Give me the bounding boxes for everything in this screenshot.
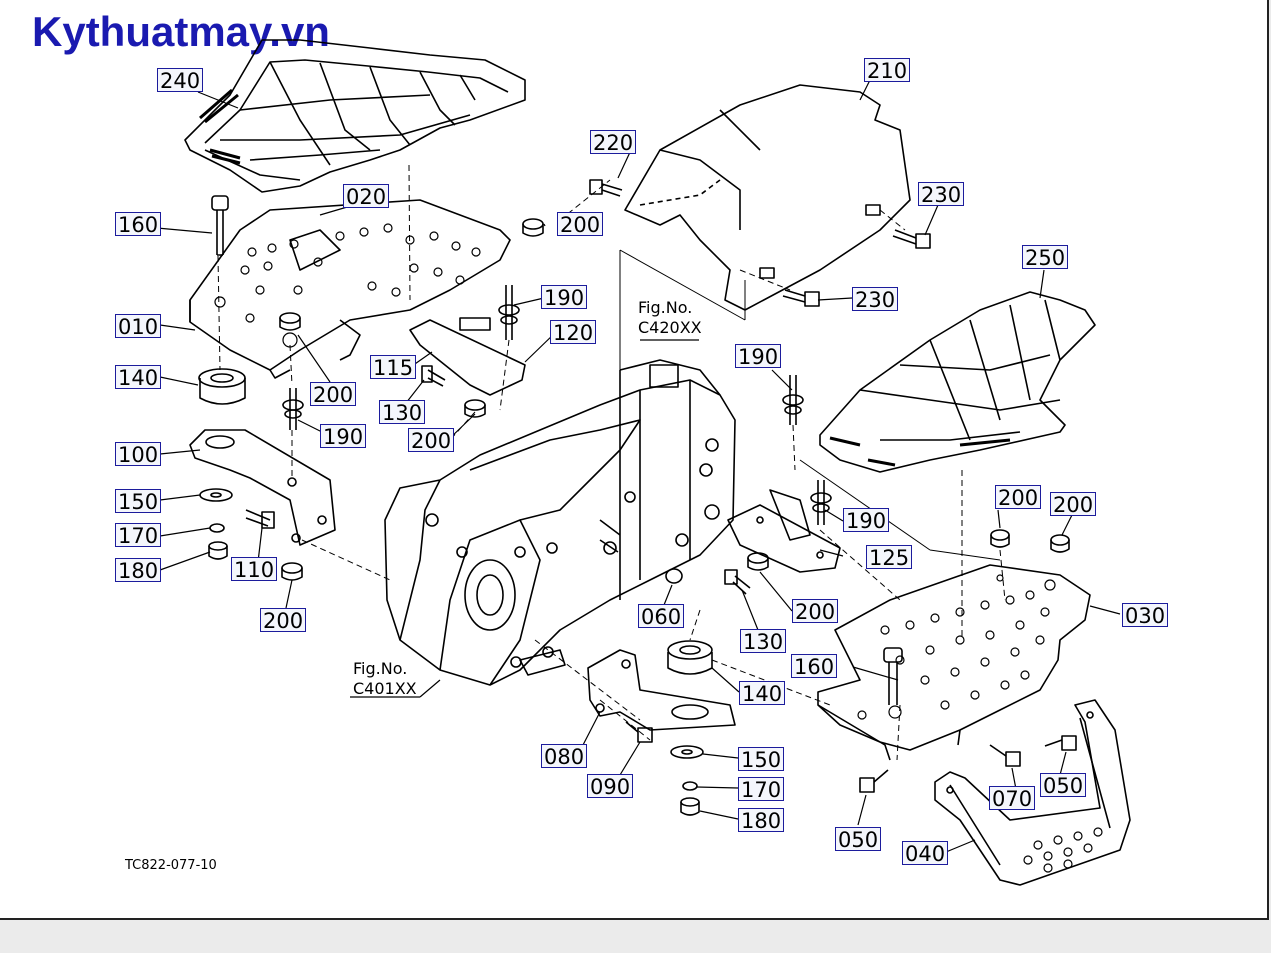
bolt-230 [782,229,931,307]
reference-lines [619,249,1001,561]
drawing-sheet: Kythuatmay.vn [0,0,1269,920]
part-label-050-right[interactable]: 050 [1040,773,1087,798]
part-label-130-right[interactable]: 130 [740,629,787,654]
floor-mat-240 [184,39,526,193]
part-label-140-left[interactable]: 140 [115,365,162,390]
spring-washer-170-left [209,523,225,533]
spring-washer-170-center [682,781,698,791]
bracket-100 [189,429,336,546]
rubber-mount-140-left [198,368,246,405]
bracket-080 [587,649,736,731]
rubber-mount-140-center [667,640,713,675]
part-label-200-mid-left[interactable]: 200 [310,382,357,407]
drawing-code: TC822-077-10 [125,858,217,873]
damper-190-b [282,388,304,430]
part-label-060[interactable]: 060 [638,604,685,629]
bolt-220 [589,179,623,197]
nut-200 [279,218,1070,581]
part-label-200-right-a[interactable]: 200 [995,485,1042,510]
bracket-125 [727,489,841,573]
bolt-050-070-090-060 [625,568,1077,793]
part-label-115[interactable]: 115 [370,355,417,380]
part-label-100[interactable]: 100 [115,442,162,467]
floor-mat-250 [819,291,1096,473]
figure-ref-c401[interactable]: Fig.No. C401XX [353,659,417,699]
part-label-190-right-upper[interactable]: 190 [735,344,782,369]
part-label-210[interactable]: 210 [864,58,911,83]
floor-plate-010 [189,199,511,379]
figure-ref-c420-line1: Fig.No. [638,298,693,317]
stud-110 [245,509,275,529]
part-label-250[interactable]: 250 [1022,245,1069,270]
part-label-190-right-lower[interactable]: 190 [843,508,890,533]
washer-150-left [199,488,233,502]
part-label-110[interactable]: 110 [231,557,278,582]
figure-ref-c420[interactable]: Fig.No. C420XX [638,298,702,338]
part-label-180-center[interactable]: 180 [738,808,785,833]
part-label-030[interactable]: 030 [1122,603,1169,628]
part-label-170-left[interactable]: 170 [115,523,162,548]
step-040 [934,699,1131,886]
nut-180-left [208,541,228,560]
damper-190-a [498,285,520,340]
figure-ref-c401-line1: Fig.No. [353,659,408,678]
damper-190-c [782,375,804,425]
transmission-housing [384,359,736,686]
part-label-080[interactable]: 080 [541,744,588,769]
part-label-140-center[interactable]: 140 [739,681,786,706]
part-label-010[interactable]: 010 [115,314,162,339]
part-label-150-left[interactable]: 150 [115,489,162,514]
washer-150-center [670,745,704,759]
stud-130-right [724,569,751,595]
assembly-dashed-lines [217,164,1006,761]
watermark: Kythuatmay.vn [32,8,330,55]
part-label-200-bottom-left[interactable]: 200 [260,608,307,633]
nut-180-center [680,797,700,816]
part-label-120[interactable]: 120 [550,320,597,345]
part-label-050-left[interactable]: 050 [835,827,882,852]
cover-210 [624,84,911,311]
part-label-020[interactable]: 020 [343,184,390,209]
part-label-190-left[interactable]: 190 [320,424,367,449]
part-label-200-mid[interactable]: 200 [408,428,455,453]
part-label-040[interactable]: 040 [902,841,949,866]
part-label-170-center[interactable]: 170 [738,777,785,802]
bolt-160-left [211,195,229,256]
stud-130-left [421,365,446,387]
part-label-090[interactable]: 090 [587,774,634,799]
part-label-200-center[interactable]: 200 [792,599,839,624]
figure-ref-c420-line2: C420XX [638,318,702,337]
damper-190-d [810,480,832,525]
part-label-150-center[interactable]: 150 [738,747,785,772]
part-label-240[interactable]: 240 [157,68,204,93]
bolt-160-right [883,647,903,705]
part-label-160-left[interactable]: 160 [115,212,162,237]
part-label-160-right[interactable]: 160 [791,654,838,679]
part-label-220[interactable]: 220 [590,130,637,155]
floor-plate-030 [817,564,1091,761]
exploded-parts-diagram [156,39,1131,886]
figure-ref-c401-line2: C401XX [353,679,417,698]
part-label-190-top[interactable]: 190 [541,285,588,310]
part-label-125[interactable]: 125 [866,545,913,570]
part-label-180-left[interactable]: 180 [115,558,162,583]
bracket-120 [409,317,526,396]
part-label-200-right-b[interactable]: 200 [1050,492,1097,517]
part-label-070[interactable]: 070 [989,786,1036,811]
part-label-230-lower[interactable]: 230 [852,287,899,312]
part-label-130-left[interactable]: 130 [379,400,426,425]
part-label-230-upper[interactable]: 230 [918,182,965,207]
part-label-200-top[interactable]: 200 [557,212,604,237]
leader-lines [156,79,1121,853]
